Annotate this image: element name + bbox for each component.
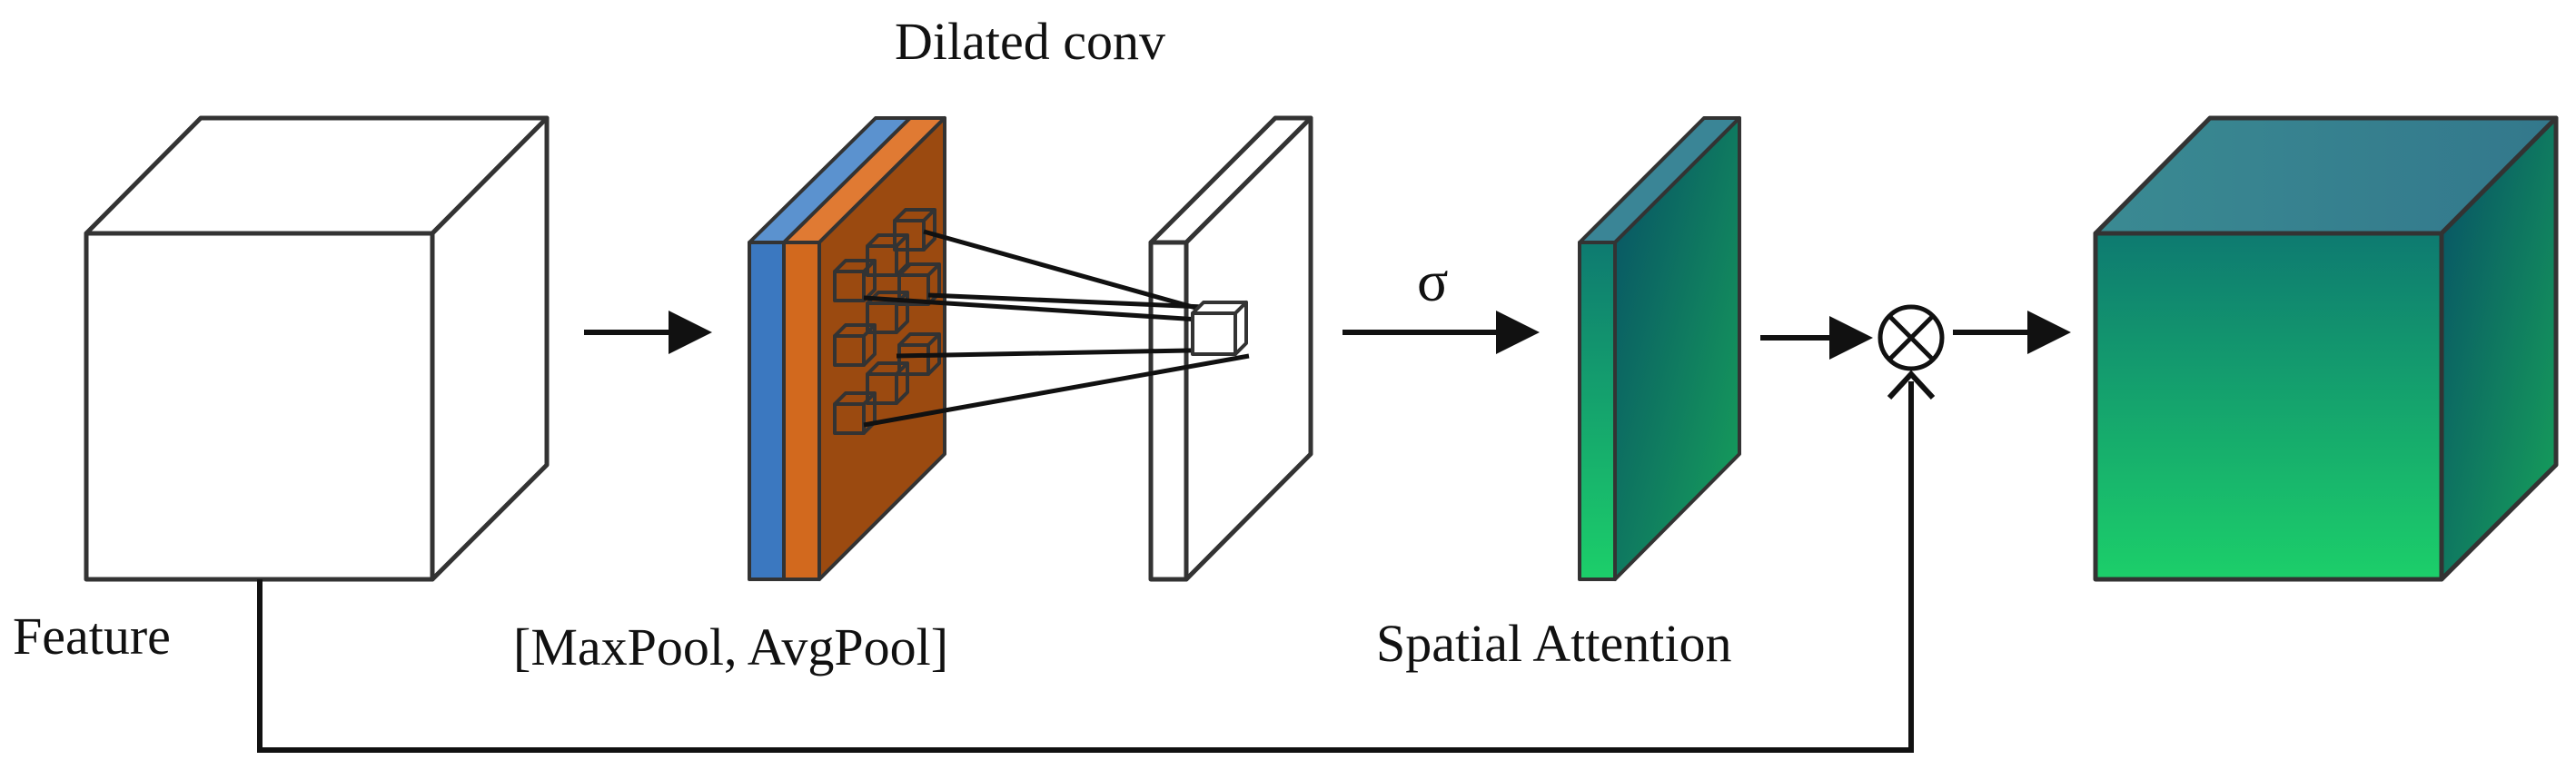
sigma-label: σ (1417, 249, 1449, 313)
output-pixel (1191, 301, 1248, 356)
feature-cube-front (84, 231, 435, 582)
skip-connection (257, 370, 1936, 753)
kernel-cell (866, 361, 909, 405)
pooled-maps (748, 116, 946, 581)
feature-label: Feature (13, 607, 171, 666)
pool-label: [MaxPool, AvgPool] (513, 617, 949, 676)
output-cube-front (2093, 231, 2444, 582)
maxpool-slab-front (748, 241, 786, 581)
feature-cube (84, 115, 550, 582)
kernel-cell (833, 323, 877, 367)
attention-slab-front (1578, 241, 1617, 581)
kernel-cell (866, 233, 909, 277)
circle-times-icon (1878, 304, 1945, 371)
kernel-cell (897, 332, 941, 376)
conv-output-slab (1148, 115, 1313, 582)
receptive-field-lines (863, 229, 1250, 428)
dilated-conv-label: Dilated conv (895, 12, 1165, 71)
spatial-attention-slab (1578, 116, 1741, 581)
pool-slab-side (817, 116, 946, 581)
dilated-kernel (833, 208, 941, 435)
conv-slab-front (1148, 240, 1189, 582)
output-cube (2093, 115, 2559, 582)
spatial-attention-label: Spatial Attention (1376, 614, 1732, 673)
avgpool-slab-front (782, 241, 821, 581)
